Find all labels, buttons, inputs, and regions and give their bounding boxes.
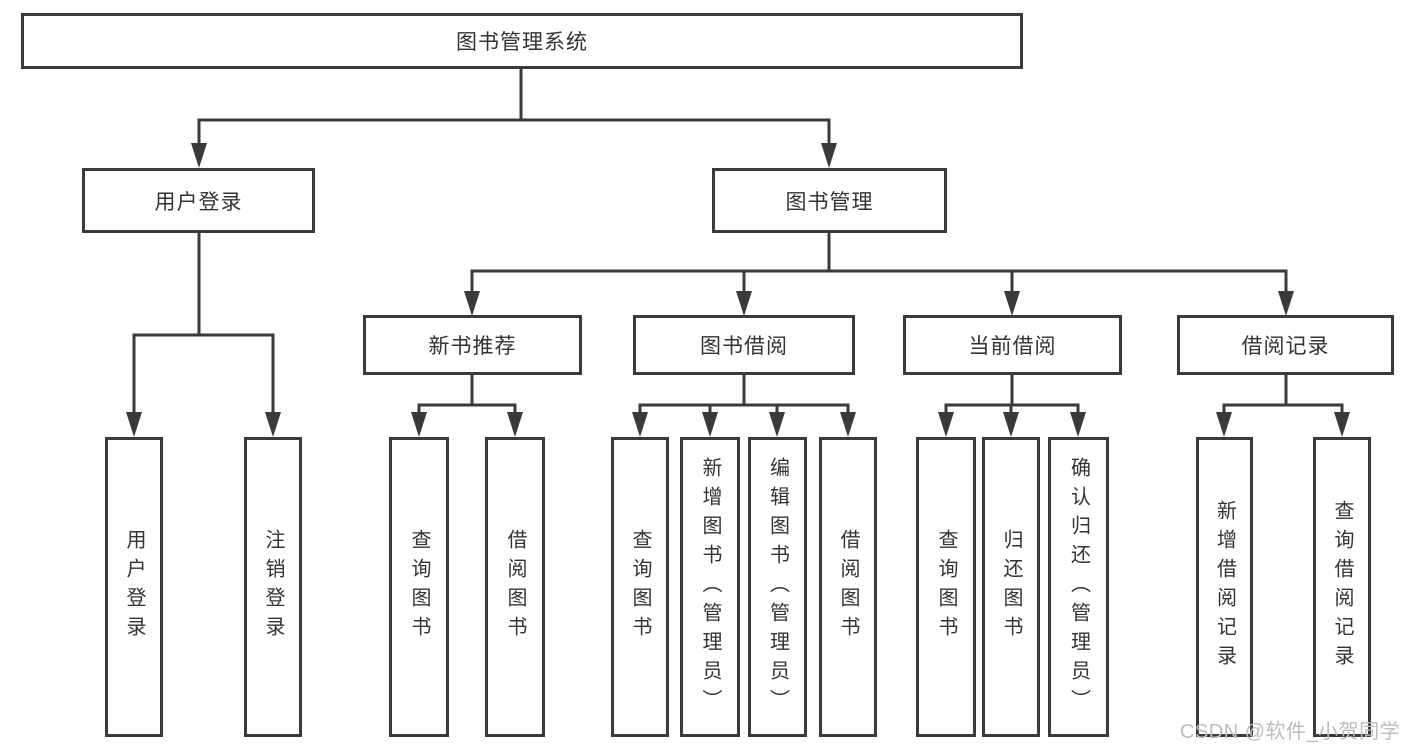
node-root: 图书管理系统	[21, 13, 1023, 69]
leaf-user-login: 用户登录	[105, 437, 163, 737]
node-borrowing-records: 借阅记录	[1177, 315, 1394, 375]
node-user-login: 用户登录	[82, 168, 315, 233]
leaf-confirm-return-admin: 确认归还（管理员）	[1048, 437, 1109, 737]
leaf-add-book-admin: 新增图书（管理员）	[680, 437, 740, 737]
connector-borrowing-records-children	[1222, 373, 1344, 418]
watermark: CSDN @软件_小贺同学	[1180, 721, 1401, 743]
connector-current-borrowing-children	[944, 373, 1080, 418]
leaf-borrow-books-recommend: 借阅图书	[485, 437, 545, 737]
node-book-management: 图书管理	[712, 168, 947, 233]
leaf-query-books-recommend: 查询图书	[389, 437, 449, 737]
leaf-edit-book-admin: 编辑图书（管理员）	[748, 437, 807, 737]
connector-new-book-recommend-children	[417, 373, 517, 418]
leaf-query-borrow-record: 查询借阅记录	[1313, 437, 1371, 737]
node-new-book-recommend: 新书推荐	[363, 315, 582, 375]
connector-book-borrowing-children	[638, 373, 850, 418]
leaf-add-borrow-record: 新增借阅记录	[1196, 437, 1253, 737]
leaf-query-books-current: 查询图书	[916, 437, 976, 737]
node-current-borrowing: 当前借阅	[903, 315, 1122, 375]
connector-user-login-to-children	[132, 231, 275, 418]
leaf-borrow-books-borrowing: 借阅图书	[819, 437, 877, 737]
connector-root-to-level2	[197, 67, 831, 149]
leaf-logout: 注销登录	[244, 437, 302, 737]
node-book-borrowing: 图书借阅	[633, 315, 855, 375]
leaf-return-books: 归还图书	[982, 437, 1040, 737]
leaf-query-books-borrowing: 查询图书	[611, 437, 669, 737]
connector-book-management-to-children	[470, 231, 1288, 298]
